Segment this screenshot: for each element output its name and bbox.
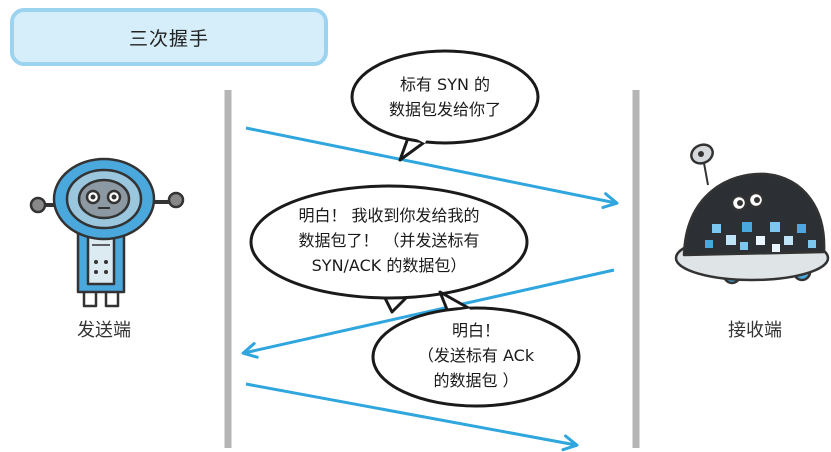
- arrow-syn: [245, 126, 619, 209]
- message-ack-text: 明白！ （发送标有 ACk 的数据包 ）: [386, 318, 566, 393]
- message-line: 标有 SYN 的: [399, 75, 491, 94]
- message-line: 明白！ 我收到你发给我的: [298, 206, 480, 225]
- diagram-title: 三次握手: [128, 27, 209, 50]
- message-line: （发送标有 ACk: [417, 346, 535, 365]
- message-line: 的数据包 ）: [433, 371, 519, 390]
- message-line: 明白！: [451, 321, 500, 340]
- message-line: 数据包了！ （并发送标有: [298, 231, 480, 250]
- message-line: SYN/ACK 的数据包）: [311, 256, 467, 275]
- sender-robot-icon: [29, 157, 185, 308]
- message-syn-text: 标有 SYN 的 数据包发给你了: [365, 72, 525, 122]
- arrow-syn-ack: [241, 268, 615, 359]
- receiver-label: 接收端: [728, 320, 782, 341]
- speech-bubble-2: [249, 184, 529, 314]
- title-box: 三次握手: [10, 8, 328, 66]
- message-syn-ack-text: 明白！ 我收到你发给我的 数据包了！ （并发送标有 SYN/ACK 的数据包）: [264, 203, 514, 278]
- message-line: 数据包发给你了: [388, 100, 501, 119]
- sender-label: 发送端: [77, 320, 131, 341]
- receiver-robot-icon: [674, 143, 830, 285]
- speech-bubble-3: [371, 290, 581, 408]
- arrow-ack: [245, 382, 579, 452]
- speech-bubble-1: [350, 49, 540, 162]
